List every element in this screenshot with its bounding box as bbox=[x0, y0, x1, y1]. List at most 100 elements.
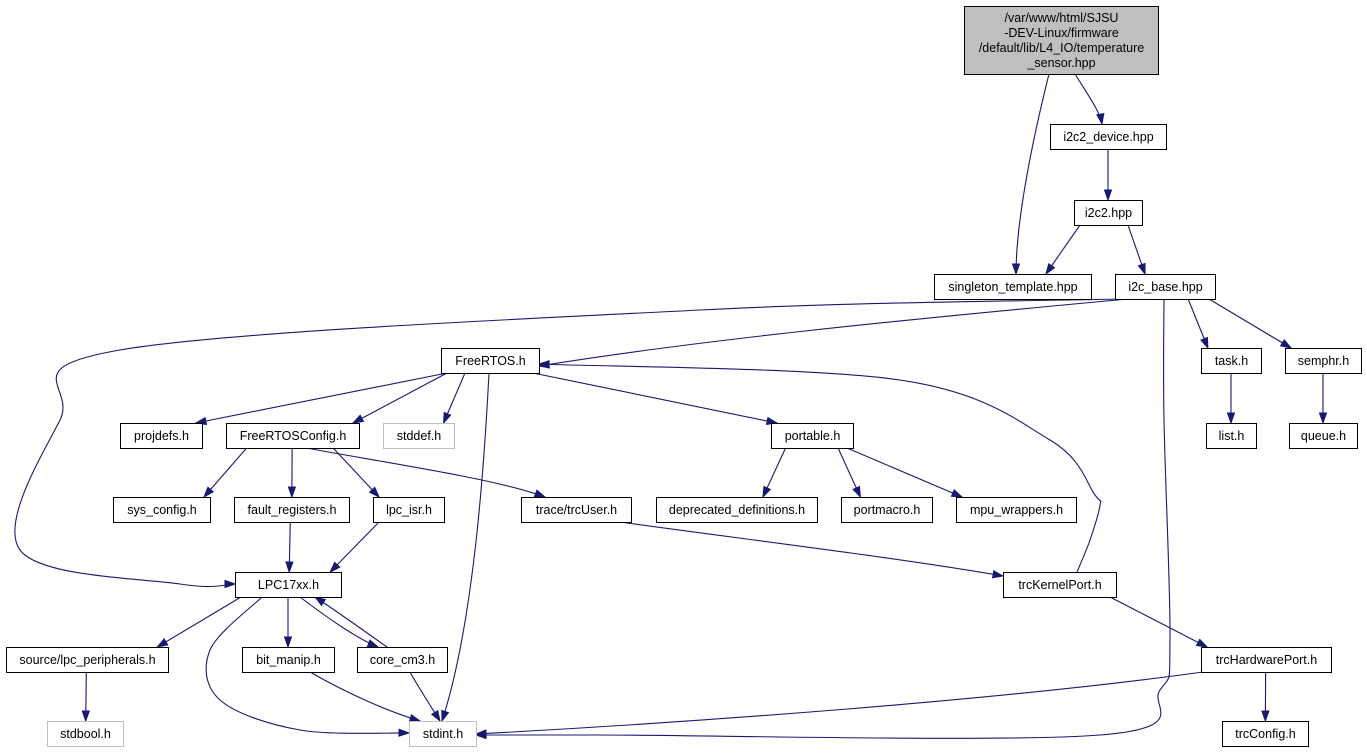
node-box bbox=[242, 647, 335, 673]
edge-freertos-to-projdefs bbox=[194, 372, 448, 426]
node-label: _sensor.hpp bbox=[1026, 56, 1095, 70]
node-label: sys_config.h bbox=[127, 503, 197, 517]
node-stdbool[interactable]: stdbool.h bbox=[47, 721, 124, 747]
node-label: FreeRTOS.h bbox=[455, 354, 525, 368]
node-box bbox=[357, 647, 448, 673]
node-freertos[interactable]: FreeRTOS.h bbox=[441, 348, 540, 374]
node-lpc17xx[interactable]: LPC17xx.h bbox=[235, 572, 342, 598]
edge-portable-to-portmacro bbox=[837, 447, 862, 499]
node-i2c-base[interactable]: i2c_base.hpp bbox=[1115, 274, 1216, 300]
edge-line bbox=[538, 363, 1102, 573]
edge-portable-to-deprecated bbox=[762, 447, 787, 499]
node-sys-config[interactable]: sys_config.h bbox=[113, 497, 211, 523]
edge-line bbox=[14, 298, 1121, 588]
node-portmacro[interactable]: portmacro.h bbox=[841, 497, 933, 523]
node-core-cm3[interactable]: core_cm3.h bbox=[357, 647, 448, 673]
edge-line bbox=[476, 298, 1171, 739]
node-stdint[interactable]: stdint.h bbox=[409, 721, 477, 747]
node-label: /var/www/html/SJSU bbox=[1005, 11, 1119, 25]
arrowhead bbox=[430, 709, 441, 723]
node-label: mpu_wrappers.h bbox=[970, 503, 1063, 517]
node-trcconfig[interactable]: trcConfig.h bbox=[1222, 721, 1309, 747]
nodes-layer: /var/www/html/SJSU-DEV-Linux/firmware/de… bbox=[6, 6, 1362, 747]
edge-line bbox=[1208, 298, 1292, 349]
node-root[interactable]: /var/www/html/SJSU-DEV-Linux/firmware/de… bbox=[964, 6, 1159, 75]
edge-freertosconfig-to-trcuser bbox=[305, 447, 547, 498]
node-fault-registers[interactable]: fault_registers.h bbox=[234, 497, 350, 523]
node-box bbox=[120, 423, 203, 449]
edge-lpc17xx-to-bit_manip bbox=[283, 597, 293, 649]
node-label: stdint.h bbox=[423, 727, 463, 741]
edge-line bbox=[352, 372, 448, 424]
node-label: portmacro.h bbox=[854, 503, 921, 517]
node-box bbox=[964, 6, 1159, 75]
edge-core_cm3-to-stdint bbox=[409, 671, 441, 723]
arrowhead bbox=[762, 485, 772, 499]
edge-line bbox=[475, 671, 1204, 735]
node-label: bit_manip.h bbox=[256, 653, 321, 667]
edge-i2c_base-to-task bbox=[1187, 298, 1209, 350]
edge-line bbox=[538, 298, 1129, 367]
edge-line bbox=[332, 447, 380, 498]
node-box bbox=[235, 572, 342, 598]
arrowhead bbox=[441, 709, 450, 723]
node-freertosconfig[interactable]: FreeRTOSConfig.h bbox=[226, 423, 360, 449]
node-box bbox=[441, 348, 540, 374]
node-trcuser[interactable]: trace/trcUser.h bbox=[521, 497, 632, 523]
node-deprecated[interactable]: deprecated_definitions.h bbox=[656, 497, 818, 523]
node-lpc-peripherals[interactable]: source/lpc_peripherals.h bbox=[6, 647, 169, 673]
edge-freertos-to-stdint bbox=[441, 372, 490, 723]
node-i2c2-device[interactable]: i2c2_device.hpp bbox=[1050, 124, 1167, 150]
edge-line bbox=[157, 596, 242, 648]
node-box bbox=[841, 497, 933, 523]
node-box bbox=[1074, 200, 1143, 226]
node-list[interactable]: list.h bbox=[1206, 423, 1257, 449]
node-trckernelport[interactable]: trcKernelPort.h bbox=[1003, 572, 1117, 598]
node-lpc-isr[interactable]: lpc_isr.h bbox=[373, 497, 445, 523]
edge-semphr-to-queue bbox=[1318, 373, 1328, 425]
node-singleton[interactable]: singleton_template.hpp bbox=[934, 274, 1092, 300]
edge-line bbox=[309, 671, 421, 722]
edge-trchardwareport-to-stdint bbox=[474, 671, 1204, 738]
node-label: /default/lib/L4_IO/temperature bbox=[979, 41, 1144, 55]
edge-freertosconfig-to-fault_registers bbox=[287, 447, 297, 499]
node-trchardwareport[interactable]: trcHardwarePort.h bbox=[1201, 647, 1332, 673]
node-label: -DEV-Linux/firmware bbox=[1004, 26, 1119, 40]
arrowhead bbox=[474, 729, 487, 738]
node-label: singleton_template.hpp bbox=[948, 280, 1077, 294]
edge-i2c_base-to-semphr bbox=[1208, 298, 1293, 349]
node-mpu-wrappers[interactable]: mpu_wrappers.h bbox=[956, 497, 1077, 523]
edge-line bbox=[195, 372, 448, 424]
node-label: i2c2_device.hpp bbox=[1063, 130, 1153, 144]
edge-task-to-list bbox=[1226, 373, 1236, 425]
node-box bbox=[771, 423, 854, 449]
node-semphr[interactable]: semphr.h bbox=[1285, 348, 1362, 374]
node-projdefs[interactable]: projdefs.h bbox=[120, 423, 203, 449]
edge-core_cm3-to-lpc17xx bbox=[313, 596, 388, 648]
node-label: i2c_base.hpp bbox=[1128, 280, 1202, 294]
node-box bbox=[6, 647, 169, 673]
edge-freertosconfig-to-lpc_isr bbox=[332, 447, 381, 499]
node-label: core_cm3.h bbox=[370, 653, 435, 667]
arrowhead bbox=[283, 636, 293, 649]
edge-lpc17xx-to-lpc_peripherals bbox=[156, 596, 242, 648]
edge-i2c_base-to-freertos bbox=[537, 298, 1129, 369]
edge-trckernelport-to-freertos bbox=[537, 360, 1102, 573]
node-label: queue.h bbox=[1301, 429, 1346, 443]
arrowhead bbox=[1200, 336, 1209, 350]
arrowhead bbox=[351, 414, 365, 424]
edge-freertosconfig-to-sys_config bbox=[203, 447, 248, 499]
arrowhead bbox=[533, 489, 547, 498]
node-task[interactable]: task.h bbox=[1201, 348, 1262, 374]
edge-line bbox=[846, 447, 963, 498]
node-i2c2[interactable]: i2c2.hpp bbox=[1074, 200, 1143, 226]
node-bit-manip[interactable]: bit_manip.h bbox=[242, 647, 335, 673]
edge-line bbox=[532, 372, 778, 424]
node-queue[interactable]: queue.h bbox=[1289, 423, 1358, 449]
node-label: deprecated_definitions.h bbox=[669, 503, 805, 517]
node-portable[interactable]: portable.h bbox=[771, 423, 854, 449]
edge-lpc_peripherals-to-stdbool bbox=[81, 671, 91, 723]
edge-i2c2-to-i2c_base bbox=[1127, 224, 1146, 276]
node-stddef[interactable]: stddef.h bbox=[383, 423, 455, 449]
edge-freertos-to-portable bbox=[532, 372, 779, 426]
